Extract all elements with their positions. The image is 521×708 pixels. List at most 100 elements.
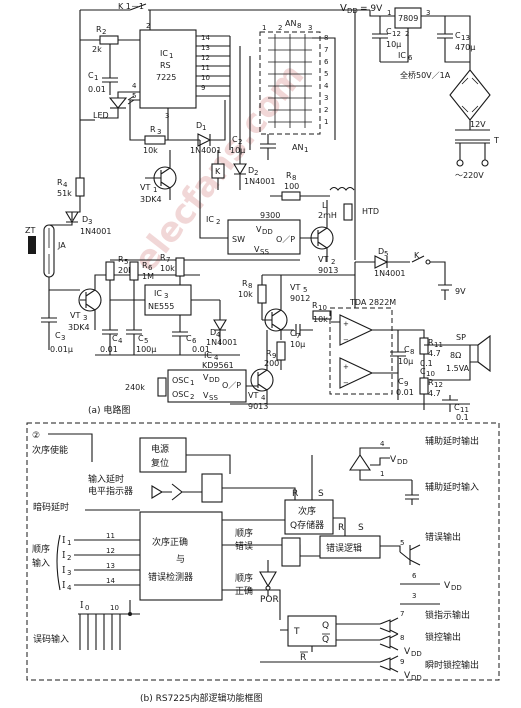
- r5-label: R: [118, 255, 124, 264]
- c2-value: 10μ: [230, 146, 245, 155]
- c6-label: C: [186, 334, 192, 343]
- c13-sub: 13: [461, 34, 470, 42]
- ic2-op: O／P: [276, 235, 295, 244]
- reg-label: 7809: [398, 14, 418, 23]
- power-reset-text2: 复位: [151, 457, 169, 469]
- r11-value: 4.7: [428, 349, 441, 358]
- rbar-label: R: [300, 653, 306, 663]
- zt-label: ZT: [25, 226, 35, 235]
- c9-label: C: [398, 377, 404, 386]
- ic4-sub: 4: [214, 354, 219, 362]
- svg-text:I: I: [62, 551, 66, 561]
- t-label: T: [293, 627, 300, 637]
- ic1-pin2: 2: [146, 22, 150, 30]
- misc-input-label: 误码输入: [33, 633, 69, 645]
- i0-sub: 0: [85, 604, 89, 612]
- lock-ctrl-out-label: 锁控输出: [425, 631, 461, 643]
- svg-text:2: 2: [67, 554, 71, 562]
- ic2-vdd-sub: DD: [262, 228, 273, 236]
- d3-value: 1N4001: [80, 227, 111, 236]
- delay-gate: [171, 483, 183, 501]
- c3-label: C: [55, 331, 61, 340]
- c1-label: C: [88, 71, 94, 80]
- speaker-icon: [469, 334, 491, 373]
- ic1-pin11: 11: [201, 64, 210, 72]
- ic4-vss: V: [203, 391, 209, 400]
- input-delay-text2: 电平指示器: [88, 485, 133, 497]
- c1-sub: 1: [94, 74, 98, 82]
- svg-text:9: 9: [400, 658, 404, 666]
- c6-value: 0.01: [192, 345, 210, 354]
- r12-label: R: [428, 378, 434, 387]
- svg-text:I: I: [62, 581, 66, 591]
- r3-label: R: [150, 125, 156, 134]
- capacitor-c4: [102, 300, 118, 355]
- ic1-pin4: 4: [132, 82, 137, 90]
- transistor-vt4: [250, 368, 274, 392]
- r10-value: 10k: [313, 315, 328, 324]
- r11-label: R: [428, 338, 434, 347]
- vt5-label: VT: [290, 283, 300, 292]
- c11-label: C: [454, 403, 460, 412]
- capacitor-c7: [281, 324, 313, 336]
- sp-value2: 1.5VA: [446, 364, 470, 373]
- seq-ok-text2: 正确: [235, 585, 253, 597]
- r8b-sub: 8: [248, 282, 252, 290]
- batt-label: 9V: [455, 287, 466, 296]
- ic1-name: IC: [160, 49, 168, 58]
- aux-vdd: V: [390, 455, 397, 465]
- ic1-pin5: 5: [132, 92, 136, 100]
- vt1-value: 3DK4: [140, 195, 162, 204]
- t-label: T: [493, 136, 499, 145]
- ic2-name: IC: [206, 215, 214, 224]
- seq-err-text2: 错误: [235, 540, 253, 552]
- led-diode: [108, 97, 128, 109]
- r8-label: R: [286, 171, 292, 180]
- c2-sub: 2: [238, 138, 242, 146]
- gate-block: [201, 473, 223, 503]
- sp-label: SP: [456, 333, 466, 342]
- resistor-r9: [276, 341, 286, 361]
- vt1-sub: 1: [153, 186, 157, 194]
- svg-text:−: −: [343, 336, 349, 344]
- vt2-sub: 2: [331, 258, 335, 266]
- ja-label: JA: [57, 241, 66, 250]
- osc1-sub: 1: [190, 379, 194, 387]
- por-gate: [259, 571, 277, 588]
- r2-sub: 2: [102, 28, 106, 36]
- err-pin5: 5: [400, 539, 404, 547]
- r6-label: R: [142, 261, 148, 270]
- vdd-sub: DD: [347, 7, 358, 15]
- ic1-rs7225: [139, 29, 197, 109]
- c10-sub: 10: [426, 370, 435, 378]
- r5-sub: 5: [124, 258, 128, 266]
- switch-k1: [129, 3, 147, 11]
- vdd-pin6: 6: [412, 572, 417, 580]
- svg-text:11: 11: [106, 532, 115, 540]
- mains-terminal-1: [456, 159, 464, 167]
- resistor-r8b: [257, 284, 267, 304]
- d4-value: 1N4001: [206, 338, 237, 347]
- bridge-rectifier: [449, 69, 491, 121]
- capacitor-c11: [442, 395, 458, 412]
- r10-sub: 10: [318, 304, 327, 312]
- vt4-sub: 4: [261, 394, 266, 402]
- input-delay-text1: 输入延时: [88, 473, 124, 485]
- pin10-label: 10: [110, 604, 119, 612]
- c10-value: 0.1: [420, 359, 433, 368]
- resistor-r6: [129, 261, 139, 281]
- and-gate: [281, 537, 301, 567]
- d3-sub: 3: [88, 218, 92, 226]
- main-text1: 次序正确: [152, 536, 188, 548]
- r4-value: 51k: [57, 189, 72, 198]
- r6-value: 1M: [142, 272, 154, 281]
- c4-sub: 4: [118, 337, 123, 345]
- c10-label: C: [420, 367, 426, 376]
- vt4-label: VT: [248, 391, 258, 400]
- amp-1: [339, 314, 374, 346]
- t-flipflop-block: [287, 615, 337, 647]
- battery-9v: [430, 261, 452, 300]
- r5-value: 20k: [118, 266, 133, 275]
- ic1-pin10: 10: [201, 74, 210, 82]
- svg-text:8: 8: [400, 634, 404, 642]
